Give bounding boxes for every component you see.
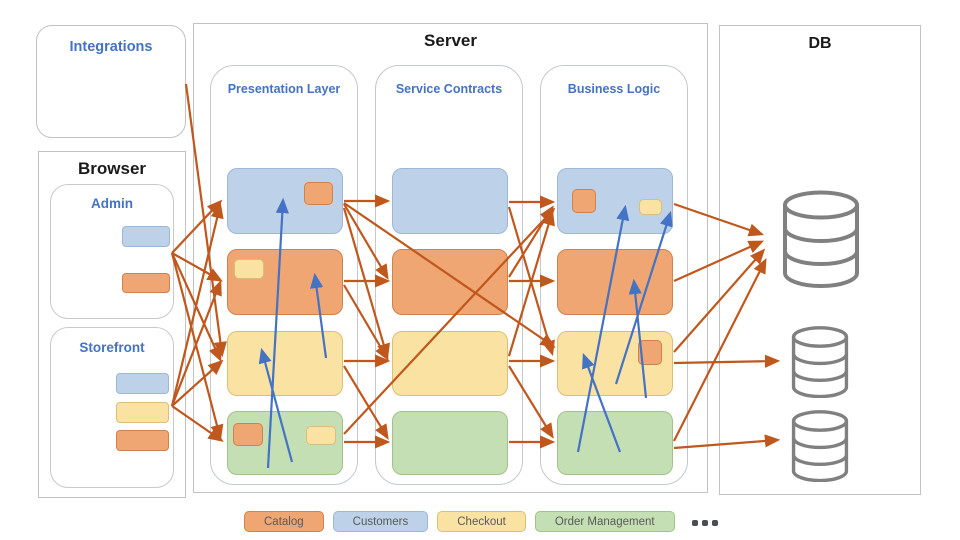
database-icon bbox=[783, 190, 859, 288]
integrations-label: Integrations bbox=[69, 39, 153, 55]
chip-admin-customers bbox=[122, 226, 170, 247]
module-logic-checkout bbox=[557, 331, 673, 396]
chip-admin-catalog bbox=[122, 273, 170, 293]
server-title: Server bbox=[424, 31, 477, 50]
presentation-layer-label: Presentation Layer bbox=[227, 82, 341, 96]
module-logic-catalog bbox=[557, 249, 673, 315]
module-contracts-order bbox=[392, 411, 508, 475]
business-logic-label: Business Logic bbox=[567, 82, 661, 96]
browser-title: Browser bbox=[77, 159, 147, 178]
badge-catalog bbox=[572, 189, 596, 213]
legend: Catalog Customers Checkout Order Management bbox=[244, 510, 718, 532]
badge-checkout bbox=[639, 199, 662, 215]
integrations-box: Integrations bbox=[36, 25, 186, 138]
module-presentation-catalog bbox=[227, 249, 343, 315]
business-logic-column: Business Logic bbox=[540, 65, 688, 485]
badge-catalog bbox=[233, 423, 263, 446]
module-presentation-customers bbox=[227, 168, 343, 234]
legend-item-order: Order Management bbox=[534, 510, 675, 532]
chip-storefront-checkout bbox=[116, 402, 169, 423]
legend-item-checkout: Checkout bbox=[437, 510, 526, 532]
legend-more-dots bbox=[691, 509, 718, 534]
badge-catalog bbox=[638, 340, 662, 365]
legend-item-catalog: Catalog bbox=[244, 510, 324, 532]
badge-checkout bbox=[234, 259, 264, 279]
module-logic-customers bbox=[557, 168, 673, 234]
admin-label: Admin bbox=[91, 196, 133, 211]
module-contracts-checkout bbox=[392, 331, 508, 396]
db-title: DB bbox=[808, 35, 832, 52]
module-presentation-checkout bbox=[227, 331, 343, 396]
module-contracts-customers bbox=[392, 168, 508, 234]
database-icon bbox=[791, 410, 849, 482]
badge-catalog bbox=[304, 182, 333, 205]
legend-item-customers: Customers bbox=[332, 510, 429, 532]
chip-storefront-catalog bbox=[116, 430, 169, 451]
storefront-label: Storefront bbox=[79, 340, 145, 355]
service-contracts-label: Service Contracts bbox=[395, 82, 503, 96]
database-icon bbox=[791, 326, 849, 398]
module-contracts-catalog bbox=[392, 249, 508, 315]
badge-checkout bbox=[306, 426, 336, 445]
service-contracts-column: Service Contracts bbox=[375, 65, 523, 485]
admin-box: Admin bbox=[50, 184, 174, 319]
module-logic-order bbox=[557, 411, 673, 475]
chip-storefront-customers bbox=[116, 373, 169, 394]
module-presentation-order bbox=[227, 411, 343, 475]
storefront-box: Storefront bbox=[50, 327, 174, 488]
presentation-layer-column: Presentation Layer bbox=[210, 65, 358, 485]
legend-pills: Catalog Customers Checkout Order Management bbox=[244, 510, 675, 532]
